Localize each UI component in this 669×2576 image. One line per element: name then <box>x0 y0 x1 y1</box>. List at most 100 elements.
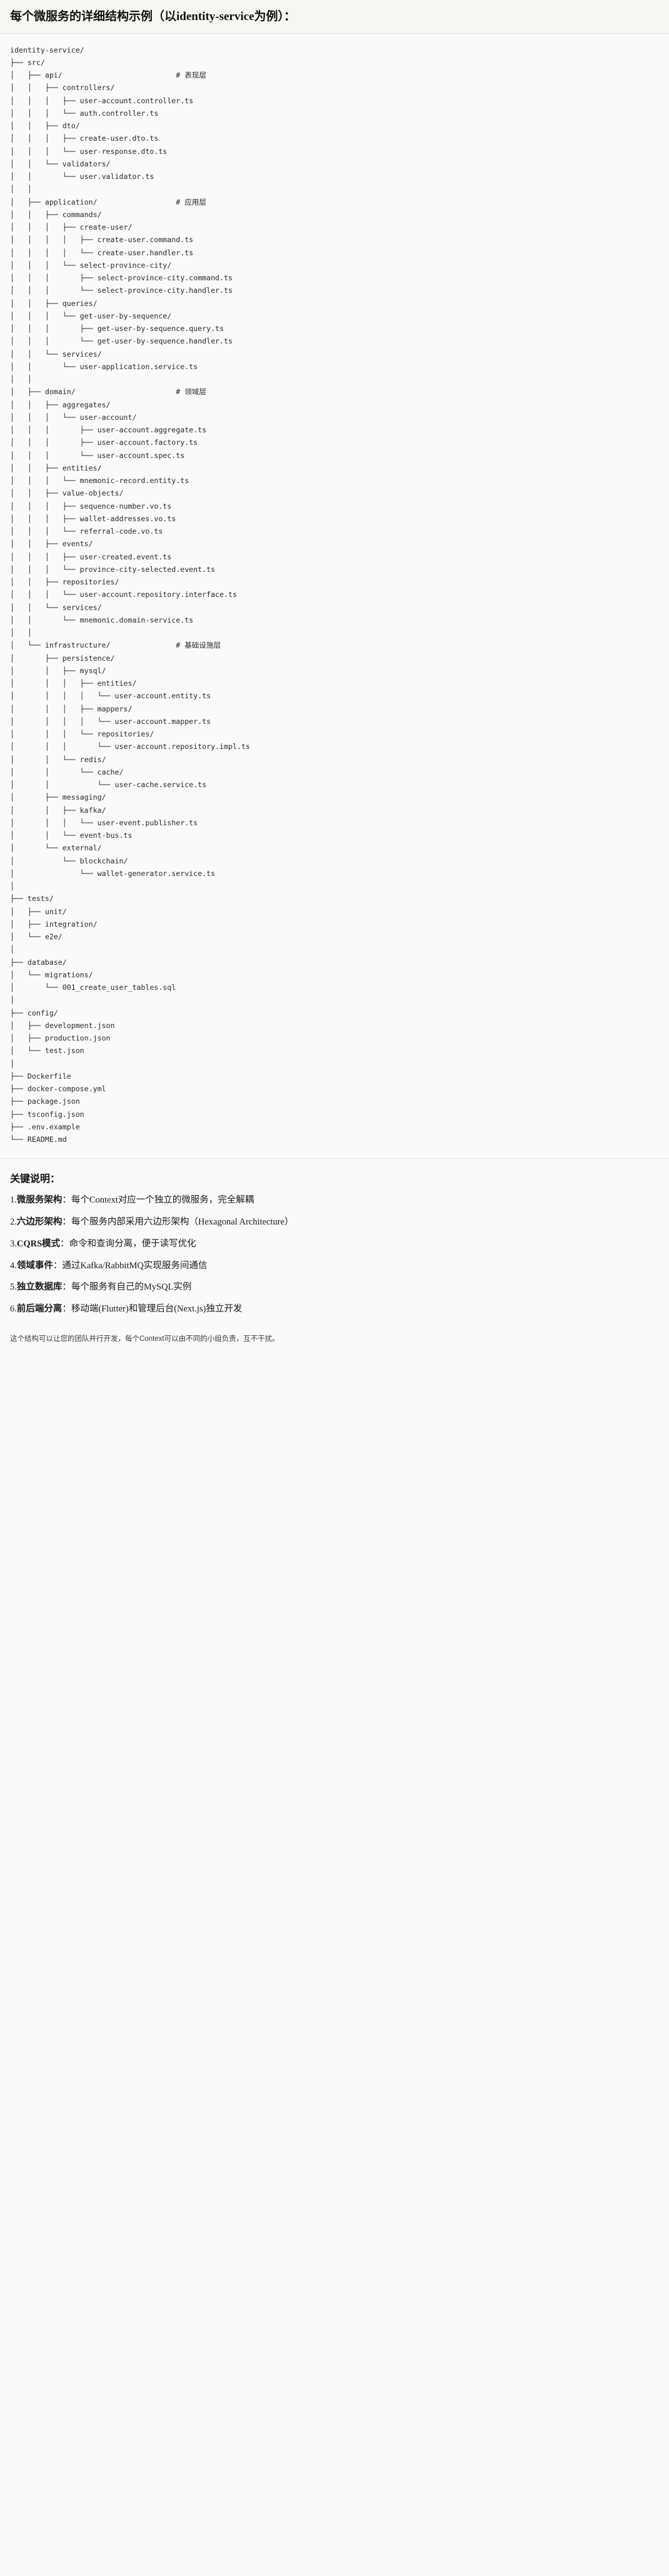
tree-line: │ │ └── user-cache.service.ts <box>10 780 207 790</box>
tree-line: │ │ │ ├── user-account.controller.ts <box>10 96 194 105</box>
tree-line: │ │ └── services/ <box>10 603 102 612</box>
key-note-description: ：每个服务有自己的MySQL实例 <box>62 1282 192 1293</box>
key-note-description: ：命令和查询分离，便于读写优化 <box>60 1238 196 1249</box>
tree-line: │ │ └── mnemonic.domain-service.ts <box>10 615 194 624</box>
tree-line: │ │ │ └── user-account/ <box>10 412 137 422</box>
tree-line: │ │ │ └── user-account.spec.ts <box>10 451 185 460</box>
tree-line: ├── tsconfig.json <box>10 1109 84 1119</box>
tree-line: │ ├── domain/ # 领域层 <box>10 387 206 397</box>
tree-line: │ │ │ └── referral-code.vo.ts <box>10 527 163 536</box>
tree-line: │ │ │ └── mnemonic-record.entity.ts <box>10 476 189 486</box>
key-note-index: 2. <box>10 1217 17 1228</box>
key-note-index: 3. <box>10 1238 17 1249</box>
tree-line: │ │ │ └── select-province-city/ <box>10 260 172 270</box>
tree-line: │ │ │ └── user-response.dto.ts <box>10 146 168 156</box>
tree-line: │ │ <box>10 375 32 384</box>
tree-line: ├── package.json <box>10 1097 80 1106</box>
tree-line: │ │ │ └── province-city-selected.event.t… <box>10 564 216 574</box>
key-note-description: ：通过Kafka/RabbitMQ实现服务间通信 <box>53 1260 208 1271</box>
key-note-item: 5.独立数据库：每个服务有自己的MySQL实例 <box>10 1281 659 1295</box>
tree-line: │ └── external/ <box>10 843 102 853</box>
key-note-term: 前后端分离 <box>16 1304 63 1315</box>
tree-line: │ │ │ └── get-user-by-sequence/ <box>10 311 172 320</box>
tree-line: │ ├── development.json <box>10 1021 115 1030</box>
key-note-index: 6. <box>10 1304 17 1315</box>
key-note-item: 6.前后端分离：移动端(Flutter)和管理后台(Next.js)独立开发 <box>10 1303 659 1316</box>
tree-line: ├── database/ <box>10 957 67 967</box>
tree-line: │ <box>10 882 14 891</box>
tree-line: │ └── migrations/ <box>10 970 93 979</box>
tree-line: │ │ └── user.validator.ts <box>10 172 154 181</box>
tree-line: ├── .env.example <box>10 1122 80 1131</box>
tree-layer-comment: # 领域层 <box>176 387 206 397</box>
key-note-term: 独立数据库 <box>16 1282 63 1293</box>
tree-line: │ │ │ └── repositories/ <box>10 730 154 739</box>
tree-layer-comment: # 表现层 <box>176 71 206 80</box>
tree-line: │ │ ├── controllers/ <box>10 83 115 93</box>
tree-line: │ │ └── user-application.service.ts <box>10 362 198 371</box>
tree-line: │ │ │ ├── entities/ <box>10 679 137 688</box>
key-note-description: ：每个服务内部采用六边形架构（Hexagonal Architecture） <box>62 1217 294 1228</box>
tree-line: │ └── blockchain/ <box>10 856 128 865</box>
tree-line: │ │ └── event-bus.ts <box>10 831 133 840</box>
tree-line: │ │ └── services/ <box>10 349 102 359</box>
tree-line: │ │ ├── repositories/ <box>10 578 119 587</box>
directory-tree-block: identity-service/ ├── src/ │ ├── api/ # 表现… <box>0 33 669 1153</box>
tree-line: │ ├── persistence/ <box>10 653 115 663</box>
tree-line: │ │ │ └── user-account.repository.interf… <box>10 590 237 599</box>
tree-line: │ │ ├── dto/ <box>10 121 80 131</box>
tree-line: ├── docker-compose.yml <box>10 1084 106 1094</box>
tree-line: │ │ │ ├── user-account.aggregate.ts <box>10 425 207 435</box>
tree-line: │ │ │ │ ├── create-user.command.ts <box>10 235 194 245</box>
tree-line: ├── config/ <box>10 1008 58 1017</box>
key-note-term: 六边形架构 <box>16 1217 63 1228</box>
tree-line: │ │ ├── mysql/ <box>10 666 106 675</box>
key-note-item: 2.六边形架构：每个服务内部采用六边形架构（Hexagonal Architec… <box>10 1216 659 1229</box>
tree-line: │ │ ├── events/ <box>10 539 93 549</box>
tree-line: │ │ │ ├── get-user-by-sequence.query.ts <box>10 324 224 333</box>
key-notes-heading: 关键说明： <box>10 1174 61 1185</box>
key-note-index: 4. <box>10 1260 17 1271</box>
tree-line: │ │ │ │ └── user-account.entity.ts <box>10 691 211 701</box>
key-notes-section: 关键说明： 1.微服务架构：每个Context对应一个独立的微服务，完全解耦 2.… <box>0 1159 669 1331</box>
tree-line: │ │ └── cache/ <box>10 767 124 776</box>
tree-line: │ │ <box>10 185 32 194</box>
tree-line: │ │ │ ├── user-created.event.ts <box>10 552 172 561</box>
tree-line: ├── src/ <box>10 58 45 67</box>
key-note-description: ：每个Context对应一个独立的微服务，完全解耦 <box>62 1195 254 1206</box>
tree-line: │ │ │ │ └── create-user.handler.ts <box>10 248 194 257</box>
document-page: 每个微服务的详细结构示例（以identity-service为例）： ident… <box>0 0 669 1343</box>
tree-line: │ │ │ └── select-province-city.handler.t… <box>10 286 233 295</box>
tree-line: │ │ ├── queries/ <box>10 298 98 308</box>
tree-layer-comment: # 基础设施层 <box>176 641 221 650</box>
tree-line: │ └── e2e/ <box>10 932 63 942</box>
key-note-index: 1. <box>10 1195 17 1206</box>
key-note-term: 微服务架构 <box>16 1195 63 1206</box>
tree-line: │ │ │ └── user-account.repository.impl.t… <box>10 742 250 751</box>
page-title: 每个微服务的详细结构示例（以identity-service为例）： <box>0 0 669 34</box>
key-note-item: 4.领域事件：通过Kafka/RabbitMQ实现服务间通信 <box>10 1260 659 1273</box>
tree-line: │ ├── messaging/ <box>10 793 106 802</box>
tree-layer-comment: # 应用层 <box>176 197 206 206</box>
tree-line: │ │ ├── aggregates/ <box>10 400 111 409</box>
tree-line: │ │ └── redis/ <box>10 755 106 764</box>
section-divider <box>0 1158 669 1159</box>
tree-line: │ │ │ ├── create-user/ <box>10 223 133 232</box>
tree-line: └── README.md <box>10 1135 67 1144</box>
tree-line: │ └── infrastructure/ # 基础设施层 <box>10 641 221 650</box>
tree-line: │ │ │ ├── mappers/ <box>10 704 133 713</box>
footer-note: 这个结构可以让您的团队并行开发，每个Context可以由不同的小组负责，互不干扰… <box>10 1335 279 1343</box>
tree-line: │ │ ├── kafka/ <box>10 805 106 815</box>
tree-line: │ │ │ ├── select-province-city.command.t… <box>10 273 233 283</box>
tree-line: │ │ │ ├── sequence-number.vo.ts <box>10 501 172 511</box>
key-note-term: 领域事件 <box>16 1260 53 1271</box>
directory-tree-code: identity-service/ ├── src/ │ ├── api/ # 表现… <box>10 44 659 1146</box>
tree-line: identity-service/ <box>10 45 84 54</box>
tree-line: │ ├── api/ # 表现层 <box>10 71 206 80</box>
key-note-term: CQRS模式 <box>16 1238 61 1249</box>
tree-line: │ <box>10 945 14 954</box>
tree-line: │ │ │ │ └── user-account.mapper.ts <box>10 716 211 726</box>
tree-line: ├── tests/ <box>10 894 54 904</box>
tree-line: │ └── 001_create_user_tables.sql <box>10 983 176 992</box>
